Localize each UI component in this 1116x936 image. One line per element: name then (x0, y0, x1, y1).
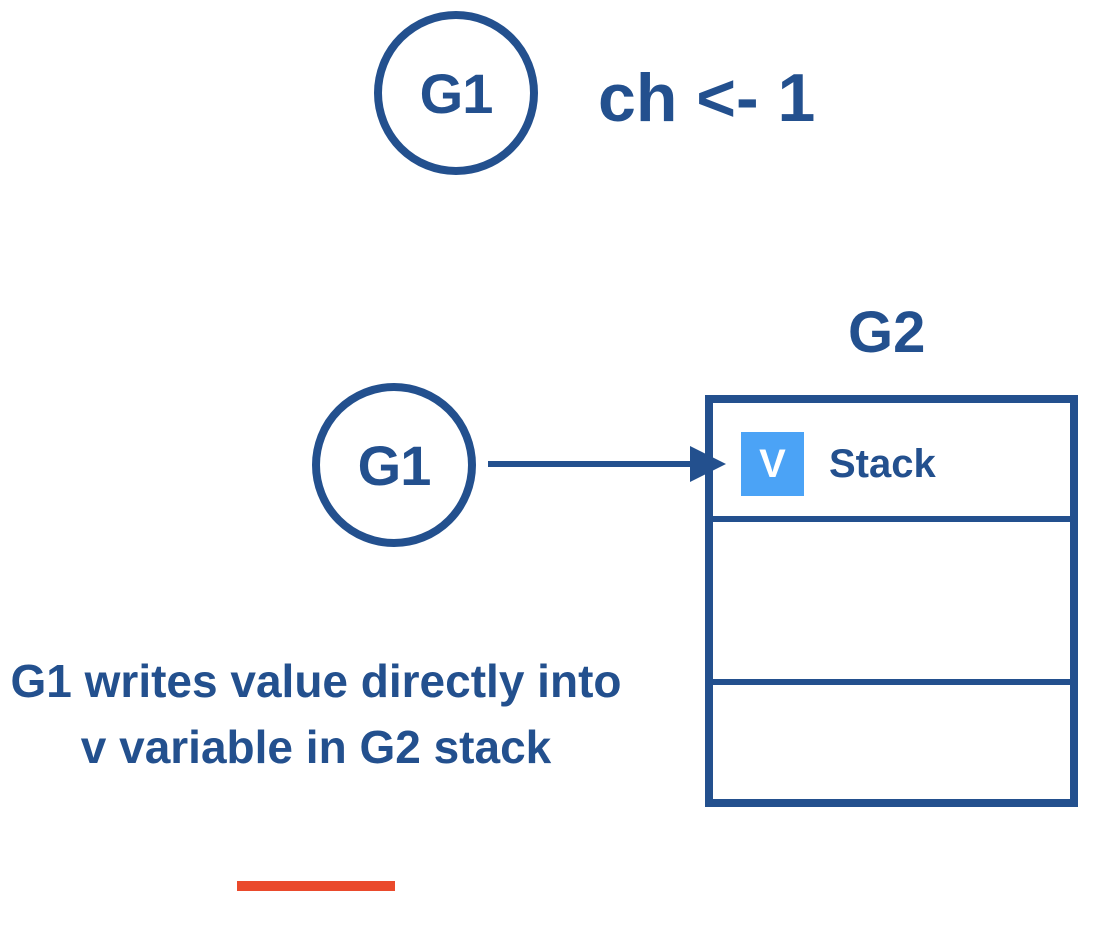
channel-send-code: ch <- 1 (598, 60, 816, 136)
goroutine-g1-label-sender: G1 (357, 433, 432, 497)
caption-text: G1 writes value directly into v variable… (10, 655, 622, 773)
goroutine-g1-circle-top: G1 (374, 11, 538, 175)
accent-underline (237, 881, 395, 891)
goroutine-g2-label: G2 (848, 300, 926, 365)
stack-label: Stack (829, 442, 936, 486)
g2-stack-box: V Stack (705, 395, 1078, 807)
variable-v-badge: V (741, 432, 804, 496)
goroutine-g1-label-top: G1 (419, 61, 494, 125)
arrow-icon (488, 446, 726, 482)
goroutine-g1-circle-sender: G1 (312, 383, 476, 547)
stack-divider (713, 679, 1070, 685)
stack-divider (713, 516, 1070, 522)
